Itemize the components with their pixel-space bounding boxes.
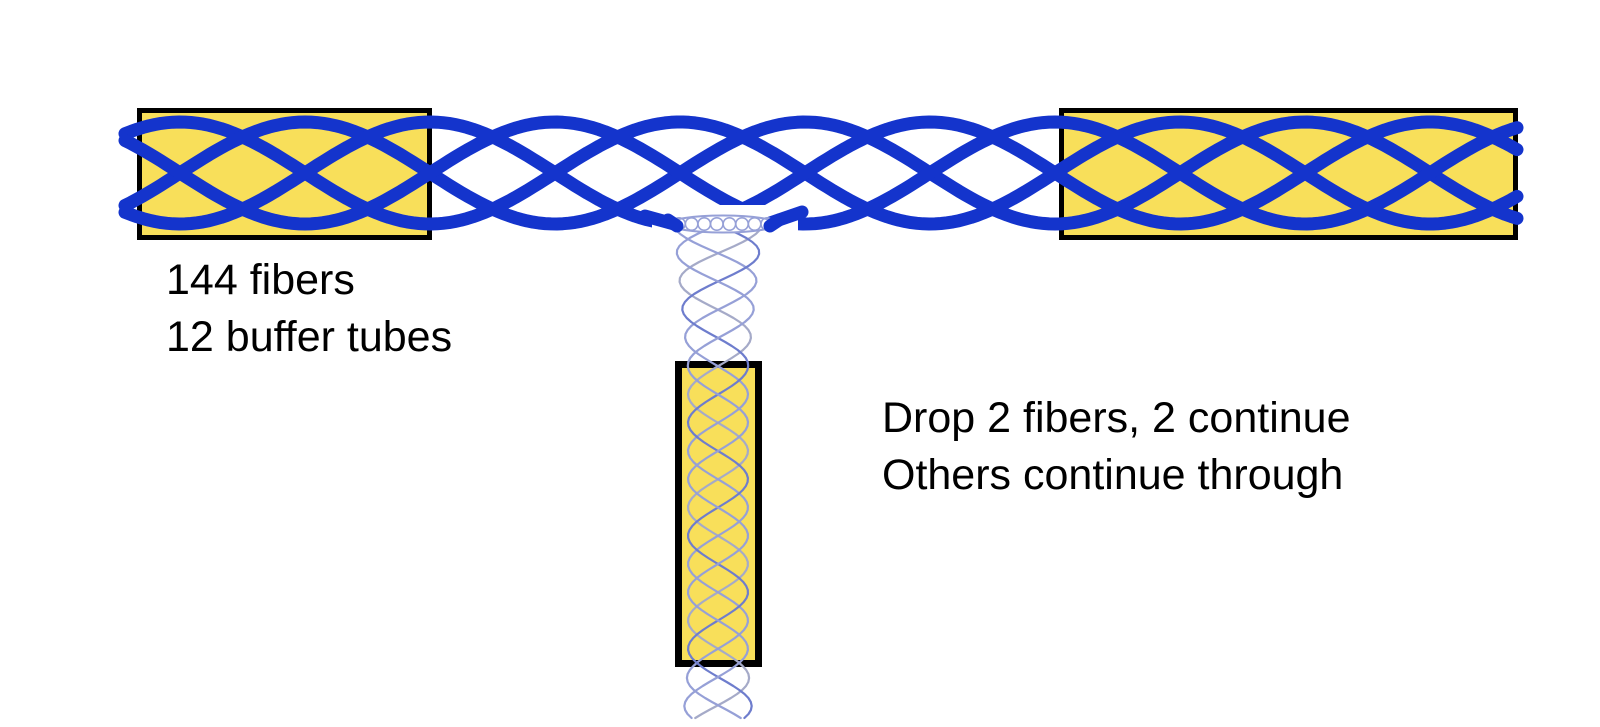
trunk-cable-label: 144 fibers 12 buffer tubes [166,252,452,366]
drop-fiber-c [681,224,761,720]
drop-note-line1: Drop 2 fibers, 2 continue [882,394,1351,442]
drop-fiber-b [673,224,758,720]
splice-cap-left [661,213,684,233]
trunk-strand-2 [118,115,1524,231]
drop-fiber-a [678,224,763,720]
drop-fiber-d [675,224,755,720]
drop-note-label: Drop 2 fibers, 2 continue Others continu… [882,390,1351,504]
trunk-tube-count-text: 12 buffer tubes [166,313,453,361]
trunk-strand-1 [118,115,1524,231]
trunk-strand-4 [118,115,1524,231]
trunk-fiber-count-text: 144 fibers [166,256,355,304]
splice-cap-right [763,213,786,233]
trunk-strand-3 [118,115,1524,231]
drop-note-line2: Others continue through [882,451,1344,499]
